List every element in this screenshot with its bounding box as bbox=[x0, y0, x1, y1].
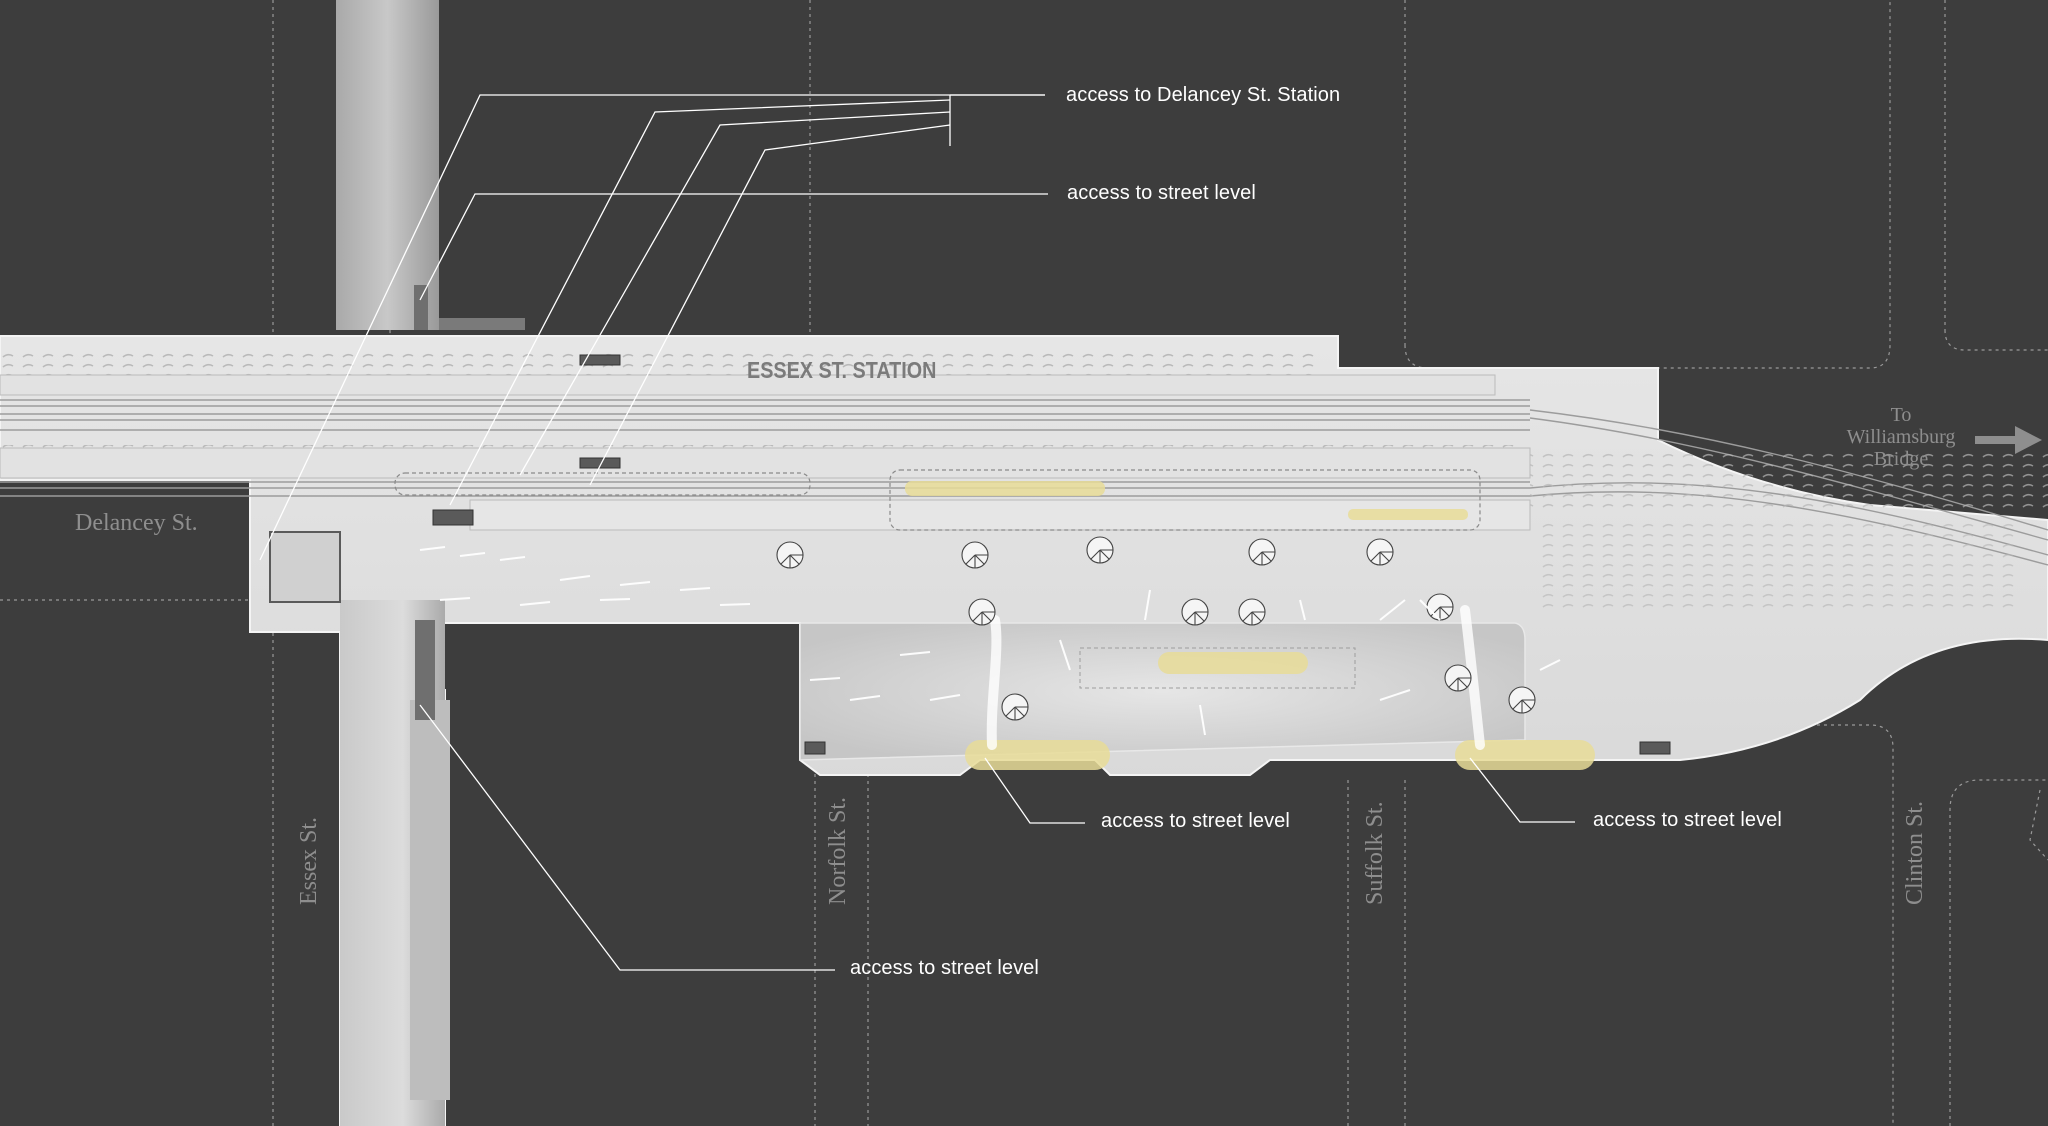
bridge-label-line-1: To bbox=[1890, 404, 1912, 426]
street-label-norfolk: Norfolk St. bbox=[825, 797, 851, 905]
callout-delancey-station: access to Delancey St. Station bbox=[1066, 84, 1341, 106]
callout-street-level-norfolk: access to street level bbox=[1101, 810, 1290, 832]
highlight-zones bbox=[905, 481, 1595, 770]
street-label-delancey: Delancey St. bbox=[75, 510, 198, 536]
street-label-suffolk: Suffolk St. bbox=[1362, 801, 1388, 905]
bridge-label-line-2: Williamsburg bbox=[1846, 426, 1956, 448]
street-label-clinton: Clinton St. bbox=[1902, 800, 1928, 905]
station-title: ESSEX ST. STATION bbox=[747, 357, 937, 383]
leader-lines bbox=[259, 94, 1575, 971]
bridge-label: To Williamsburg Bridge bbox=[1831, 404, 1971, 470]
arrow-right-icon bbox=[1975, 426, 2042, 454]
stair-icon bbox=[432, 354, 1671, 755]
bridge-label-line-3: Bridge bbox=[1873, 448, 1929, 470]
street-label-essex: Essex St. bbox=[296, 816, 322, 905]
mezzanine-hall bbox=[799, 622, 1526, 761]
callout-street-level-suffolk: access to street level bbox=[1593, 809, 1782, 831]
callout-street-level-top: access to street level bbox=[1067, 182, 1256, 204]
callout-street-level-essex: access to street level bbox=[850, 957, 1039, 979]
spiral-stair-icon bbox=[776, 536, 1536, 721]
